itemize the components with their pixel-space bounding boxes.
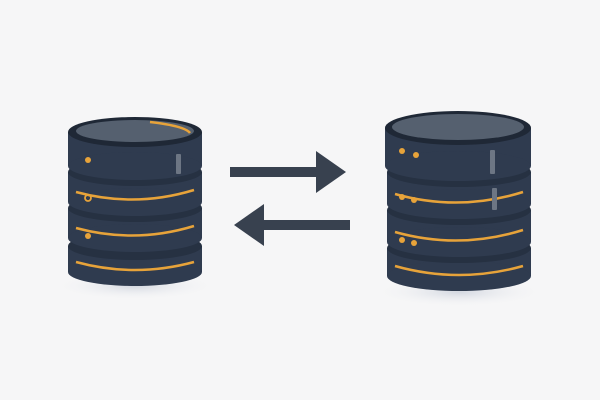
right-database-icon [373,111,545,307]
left-disk-1 [68,117,202,180]
right-disk-1 [385,111,531,181]
left-database-icon [53,117,217,300]
arrow-right-icon [230,151,346,193]
arrow-left-icon [234,204,350,246]
